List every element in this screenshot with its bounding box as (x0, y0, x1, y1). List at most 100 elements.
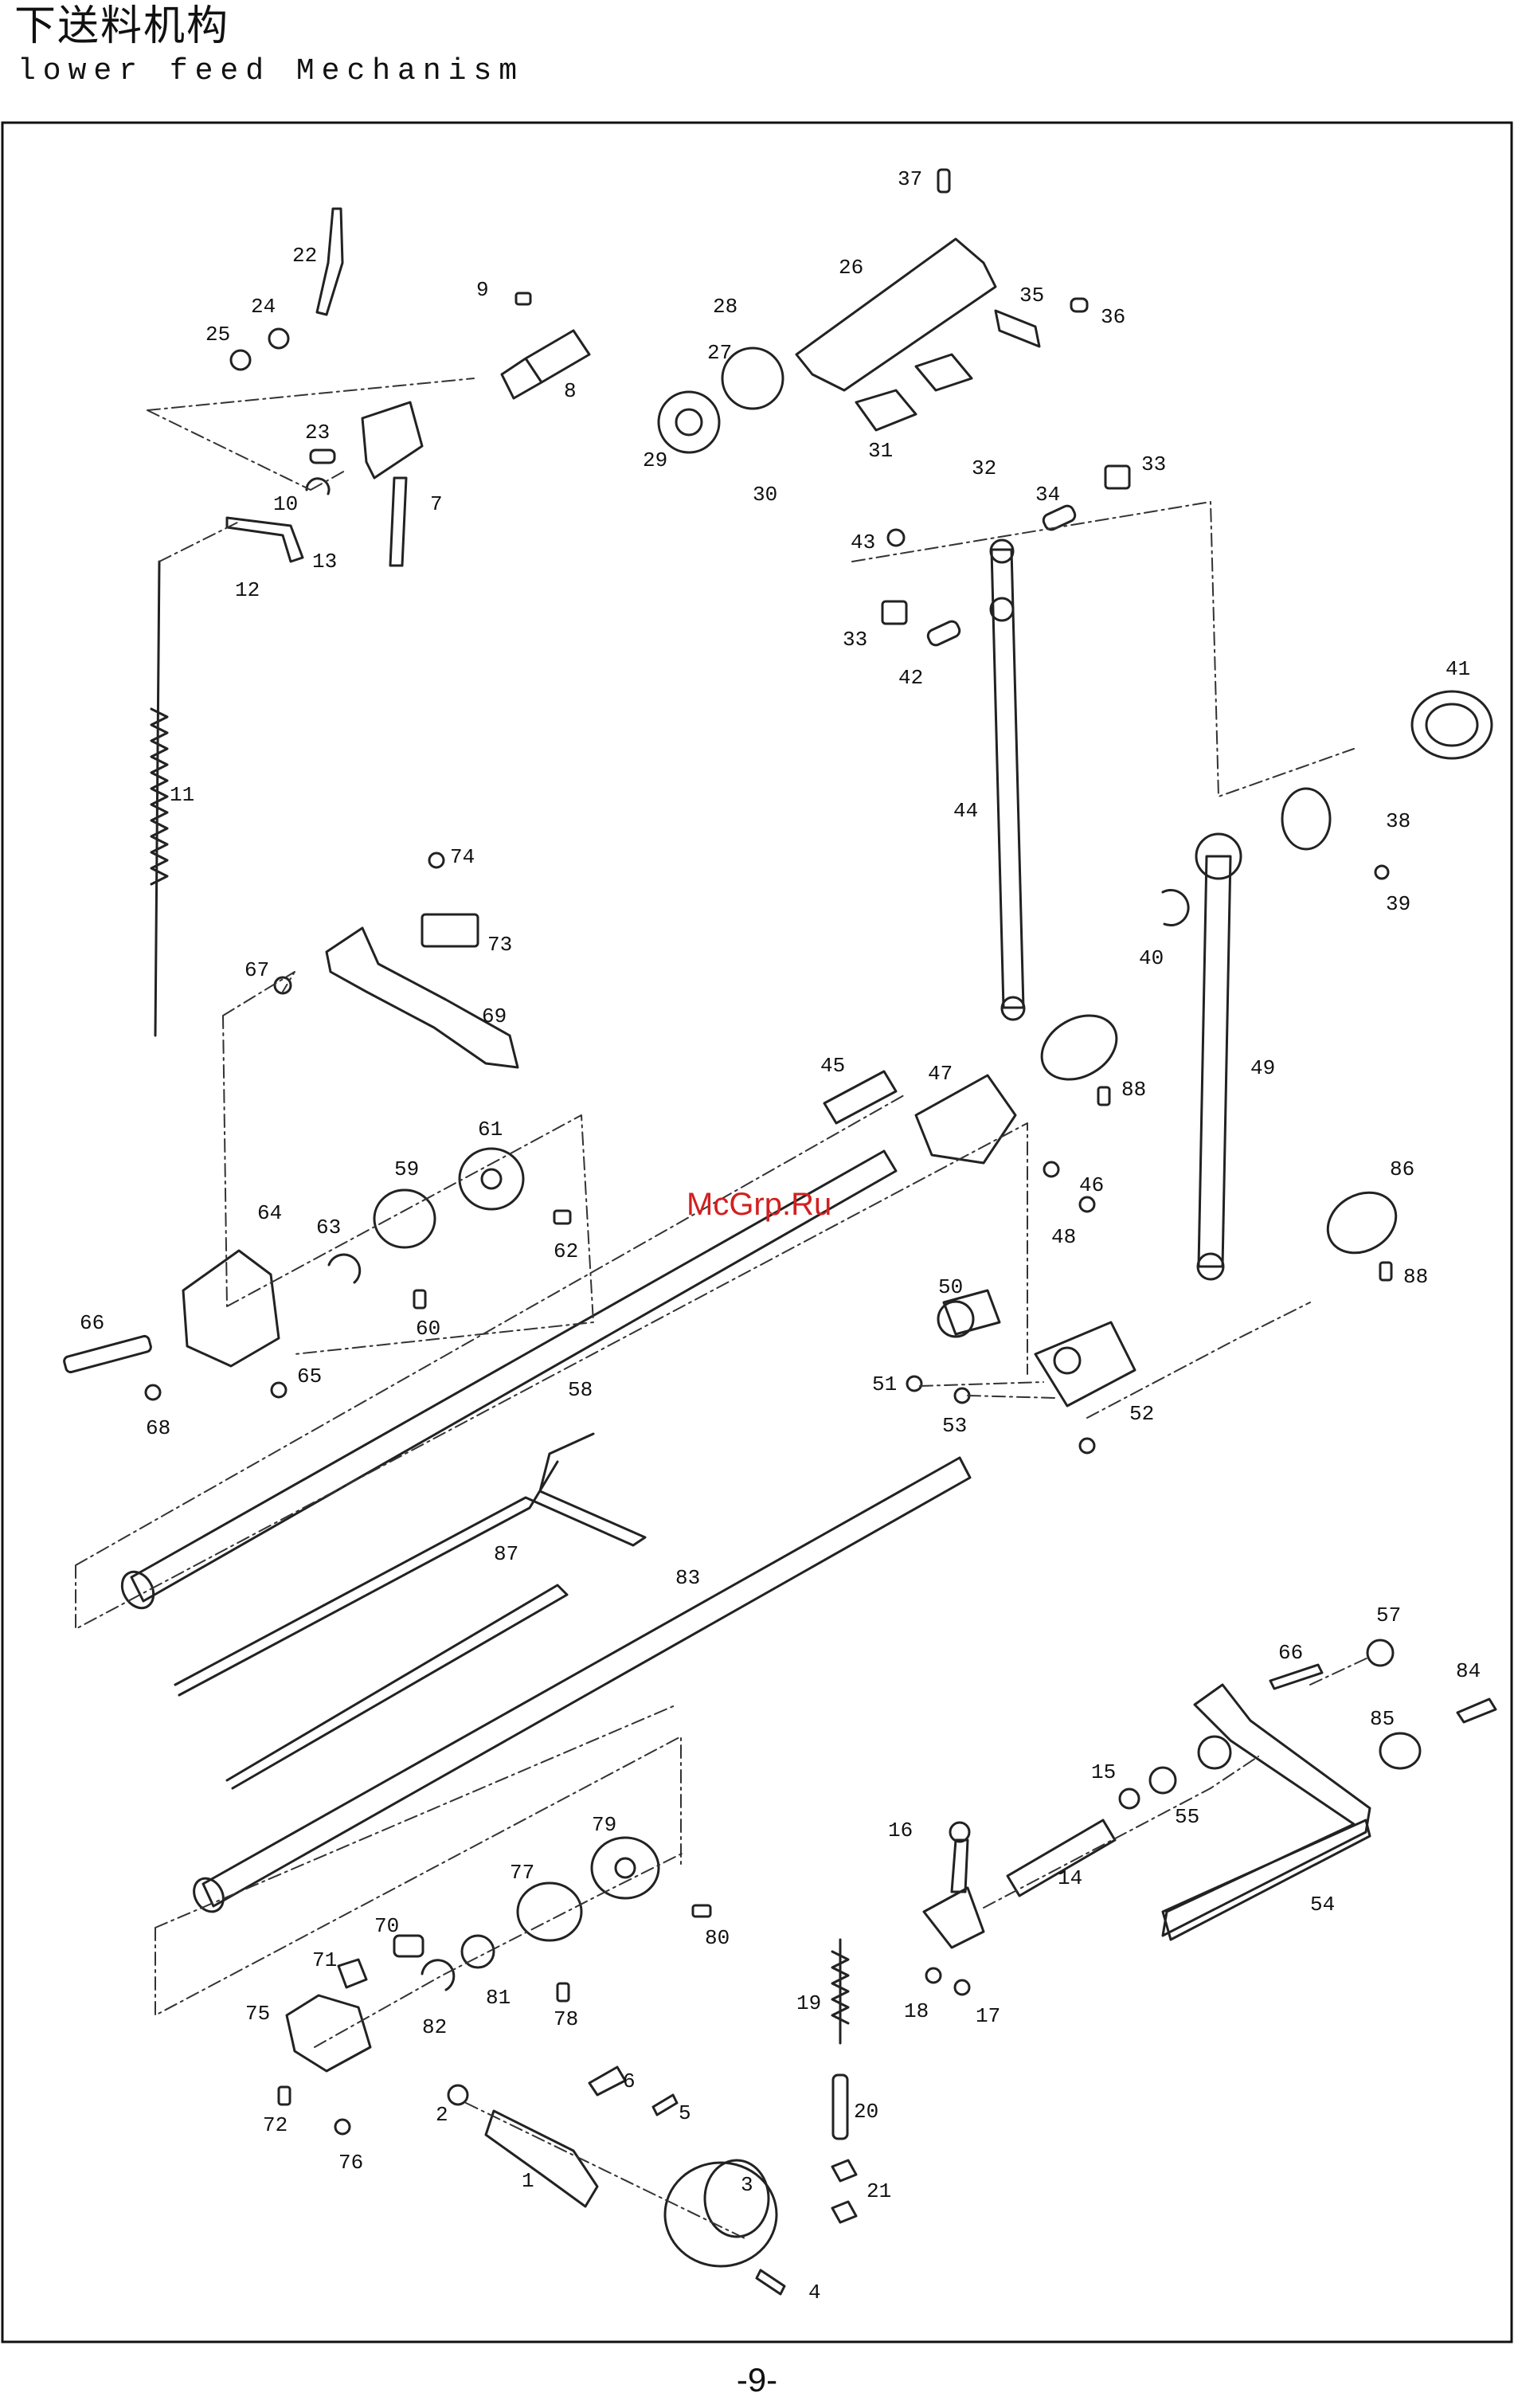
callout-40: 40 (1139, 946, 1164, 970)
callout-78: 78 (554, 2007, 578, 2031)
part-54 (1161, 1683, 1371, 1941)
part-41 (1410, 690, 1493, 760)
part-19 (831, 1938, 850, 2045)
part-72 (277, 2085, 291, 2106)
callout-67: 67 (245, 958, 269, 982)
part-13 (225, 516, 304, 563)
callout-51: 51 (872, 1372, 897, 1396)
part-54-eye (1197, 1735, 1232, 1770)
part-39 (1374, 864, 1390, 880)
part-63 (327, 1253, 362, 1284)
page-title: 下送料机构 (14, 2, 230, 50)
part-70 (393, 1934, 424, 1958)
callout-87: 87 (494, 1542, 518, 1566)
guide-line-d (75, 1094, 1028, 1630)
callout-41: 41 (1446, 657, 1470, 681)
part-4 (755, 2269, 786, 2296)
callout-13: 13 (312, 550, 337, 574)
link-49-bottom-eye (1196, 1252, 1225, 1281)
shaft-58 (130, 1149, 898, 1603)
part-42 (926, 620, 961, 647)
shaft-58-end (120, 1570, 155, 1610)
callout-42: 42 (898, 666, 923, 690)
part-16 (922, 1838, 985, 1949)
part-29-bore (675, 408, 703, 437)
callout-54: 54 (1310, 1893, 1335, 1917)
link-44-top-eye (989, 538, 1015, 564)
spring-11 (150, 560, 169, 1037)
part-26 (795, 237, 997, 392)
part-22 (315, 207, 344, 316)
part-36 (1070, 297, 1089, 313)
part-78 (556, 1982, 570, 2003)
part-65 (270, 1381, 288, 1399)
shaft-83-end (193, 1877, 225, 1913)
callout-27: 27 (707, 341, 732, 365)
callout-49: 49 (1250, 1056, 1275, 1080)
callout-20: 20 (854, 2100, 878, 2124)
callout-64: 64 (257, 1201, 282, 1225)
part-59 (373, 1188, 436, 1249)
callout-73: 73 (487, 933, 512, 957)
part-80 (691, 1904, 712, 1918)
page-subtitle: lower feed Mechanism (18, 54, 525, 88)
callout-16: 16 (888, 1819, 913, 1842)
part-60 (413, 1289, 427, 1310)
part-21b (831, 2200, 858, 2224)
callout-34: 34 (1035, 483, 1060, 507)
part-85 (1379, 1732, 1422, 1770)
part-75 (285, 1994, 372, 2073)
callout-66-left: 66 (80, 1311, 104, 1335)
callout-8: 8 (564, 379, 577, 403)
part-33-left (881, 600, 908, 625)
part-51 (906, 1375, 923, 1392)
link-49 (1197, 855, 1232, 1268)
part-55 (1148, 1766, 1177, 1795)
guide-line-e (155, 1704, 682, 2016)
callout-86: 86 (1390, 1157, 1414, 1181)
callout-22: 22 (292, 244, 317, 268)
callout-58: 58 (568, 1378, 593, 1402)
part-23 (309, 448, 336, 464)
guide-line-c (222, 971, 594, 1355)
guide-line-a (147, 378, 475, 491)
part-18 (925, 1967, 942, 1984)
part-40 (1161, 889, 1190, 927)
part-1 (484, 2109, 599, 2208)
part-38 (1281, 787, 1332, 851)
part-3-face (703, 2159, 770, 2238)
callout-10: 10 (273, 492, 298, 516)
callout-14: 14 (1058, 1866, 1082, 1890)
callout-15: 15 (1091, 1760, 1116, 1784)
part-77 (516, 1881, 583, 1942)
part-66-right (1269, 1663, 1324, 1690)
guide-line-b (158, 501, 1355, 797)
callout-25: 25 (205, 323, 230, 347)
exploded-parts-diagram: 1 2 3 4 5 6 7 8 9 10 11 12 13 14 15 16 1… (1, 121, 1513, 2343)
callout-50: 50 (938, 1275, 963, 1299)
part-31 (855, 389, 917, 432)
callout-46: 46 (1079, 1173, 1104, 1197)
callout-76: 76 (338, 2151, 363, 2175)
callout-36: 36 (1101, 305, 1125, 329)
callout-9: 9 (476, 278, 489, 302)
shaft-83 (201, 1456, 972, 1908)
part-81 (460, 1934, 495, 1969)
callout-88-top: 88 (1121, 1078, 1146, 1102)
part-67 (273, 976, 292, 995)
callout-88-right: 88 (1403, 1265, 1428, 1289)
callout-65: 65 (297, 1365, 322, 1388)
part-86 (1326, 1191, 1398, 1255)
part-3 (663, 2161, 778, 2268)
part-48 (1078, 1196, 1096, 1213)
part-31b (914, 353, 973, 392)
callout-66-right: 66 (1278, 1641, 1303, 1665)
part-82 (421, 1959, 456, 1991)
callout-30: 30 (753, 483, 777, 507)
part-25 (229, 349, 252, 371)
part-73 (421, 913, 479, 948)
callout-32: 32 (972, 456, 996, 480)
part-43 (886, 528, 906, 547)
callout-11: 11 (170, 783, 194, 807)
part-50 (942, 1289, 1001, 1336)
